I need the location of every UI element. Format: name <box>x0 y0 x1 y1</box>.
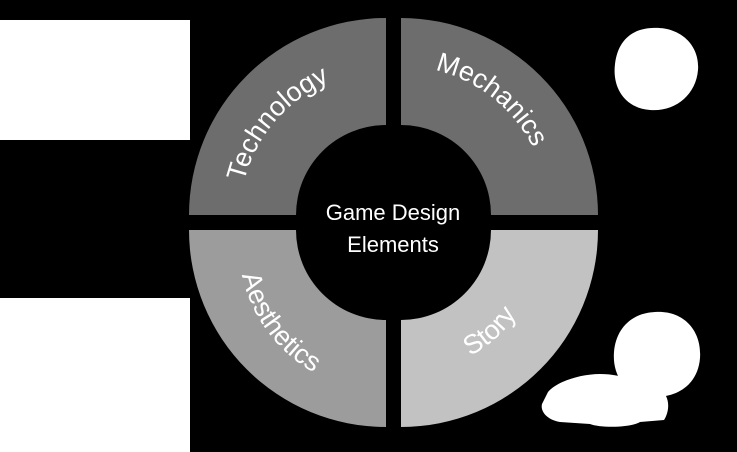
segment-technology <box>189 18 386 215</box>
car-silhouette <box>541 374 669 427</box>
center-title-line1: Game Design <box>326 200 461 225</box>
bottom-left-placeholder <box>0 298 190 452</box>
bottom-right-blob <box>613 311 701 398</box>
center-title-line2: Elements <box>347 232 439 257</box>
top-right-blob <box>614 27 699 111</box>
segment-mechanics <box>401 18 598 215</box>
top-left-placeholder <box>0 20 190 140</box>
segment-story <box>401 230 598 427</box>
segment-aesthetics <box>189 230 386 427</box>
